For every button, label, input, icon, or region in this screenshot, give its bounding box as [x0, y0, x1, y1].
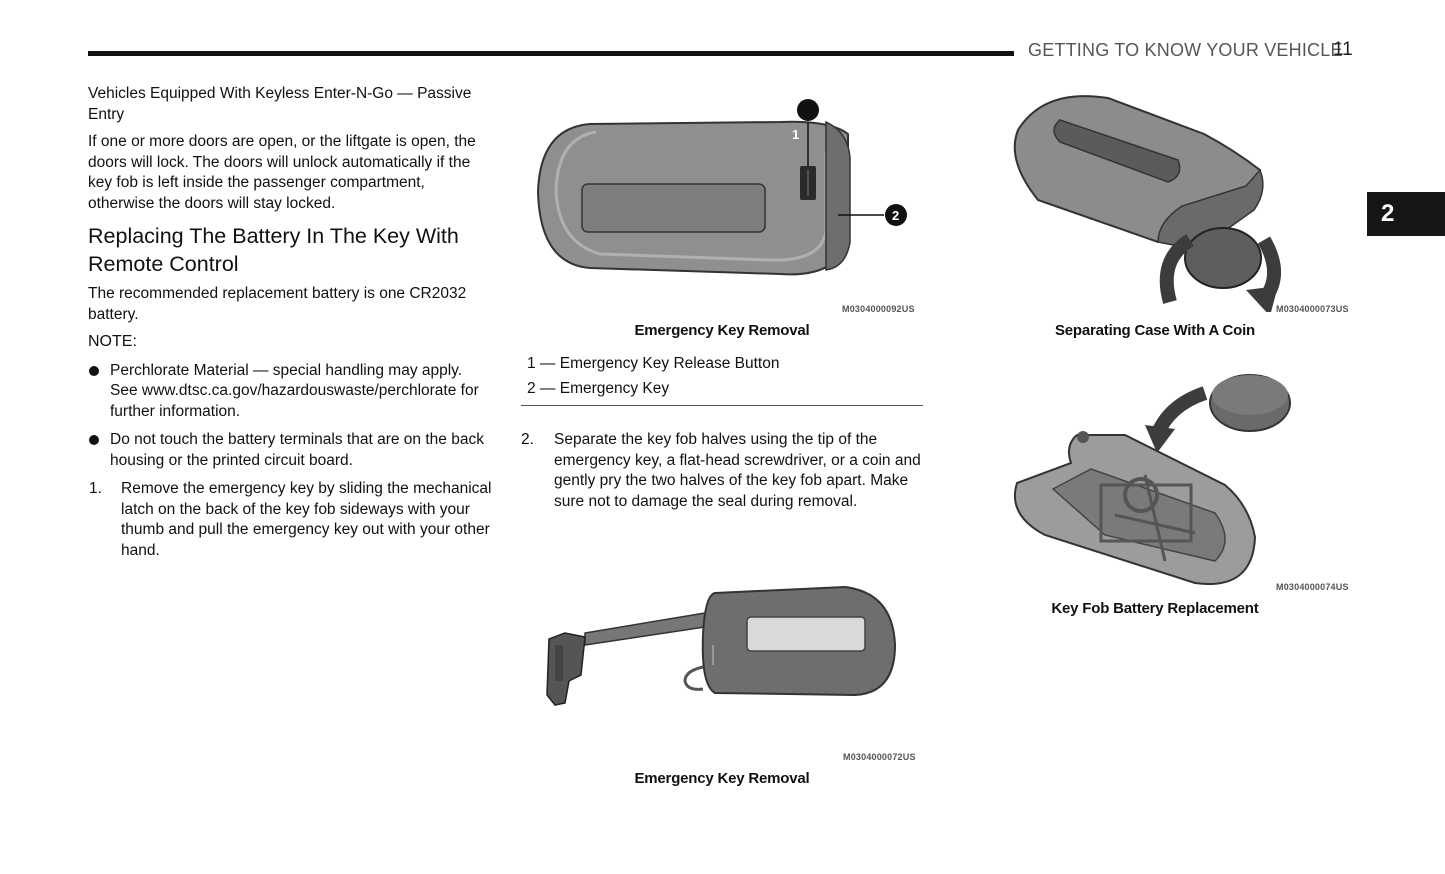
figure-caption: Separating Case With A Coin: [1054, 322, 1256, 339]
figure-caption: Emergency Key Removal: [634, 770, 810, 787]
figure-code: M0304000074US: [1276, 582, 1349, 592]
running-header-title: GETTING TO KNOW YOUR VEHICLE: [1028, 40, 1343, 60]
bullet-dot-icon: [89, 435, 99, 445]
page-number: 11: [1333, 39, 1353, 60]
figure-caption: Emergency Key Removal: [634, 322, 810, 339]
left-column: Vehicles Equipped With Keyless Enter-N-G…: [88, 84, 493, 569]
step-text: Remove the emergency key by sliding the …: [121, 480, 492, 559]
key-fob-illustration: [536, 99, 907, 276]
callout-1-label: 1: [792, 127, 800, 142]
figure-code: M0304000072US: [843, 752, 916, 762]
legend-item: 2 — Emergency Key: [527, 379, 670, 397]
step-2: 2. Separate the key fob halves using the…: [521, 430, 923, 512]
note-bullet: Do not touch the battery terminals that …: [88, 430, 493, 471]
step-1: 1. Remove the emergency key by sliding t…: [88, 479, 493, 561]
figure-caption: Key Fob Battery Replacement: [1051, 600, 1259, 617]
subheading-passive-entry: Vehicles Equipped With Keyless Enter-N-G…: [88, 85, 472, 123]
figure-code: M0304000073US: [1276, 304, 1349, 314]
section-heading: Replacing The Battery In The Key With Re…: [88, 224, 459, 276]
battery-replacement-illustration: [1013, 374, 1291, 585]
legend-item: 1 — Emergency Key Release Button: [527, 355, 780, 372]
callout-2-label: 2: [892, 208, 900, 223]
figure-code: M0304000092US: [842, 304, 915, 314]
step-text: Separate the key fob halves using the ti…: [554, 431, 921, 510]
passive-entry-paragraph: If one or more doors are open, or the li…: [88, 133, 476, 212]
figure-legend: 1 — Emergency Key Release Button 2 — Eme…: [521, 352, 923, 406]
header-rule: [88, 51, 1014, 56]
bullet-dot-icon: [89, 365, 99, 376]
note-bullet-text: Perchlorate Material — special handling …: [110, 361, 479, 420]
emergency-key-illustration: [546, 585, 897, 706]
chapter-tab: 2: [1367, 192, 1445, 236]
note-bullet-text: Do not touch the battery terminals that …: [110, 431, 484, 469]
note-label: NOTE:: [88, 333, 137, 350]
step-number: 1.: [89, 480, 102, 497]
note-bullet: Perchlorate Material — special handling …: [88, 361, 493, 423]
step-number: 2.: [521, 431, 534, 448]
battery-paragraph: The recommended replacement battery is o…: [88, 285, 467, 323]
separating-case-illustration: [1013, 95, 1282, 312]
